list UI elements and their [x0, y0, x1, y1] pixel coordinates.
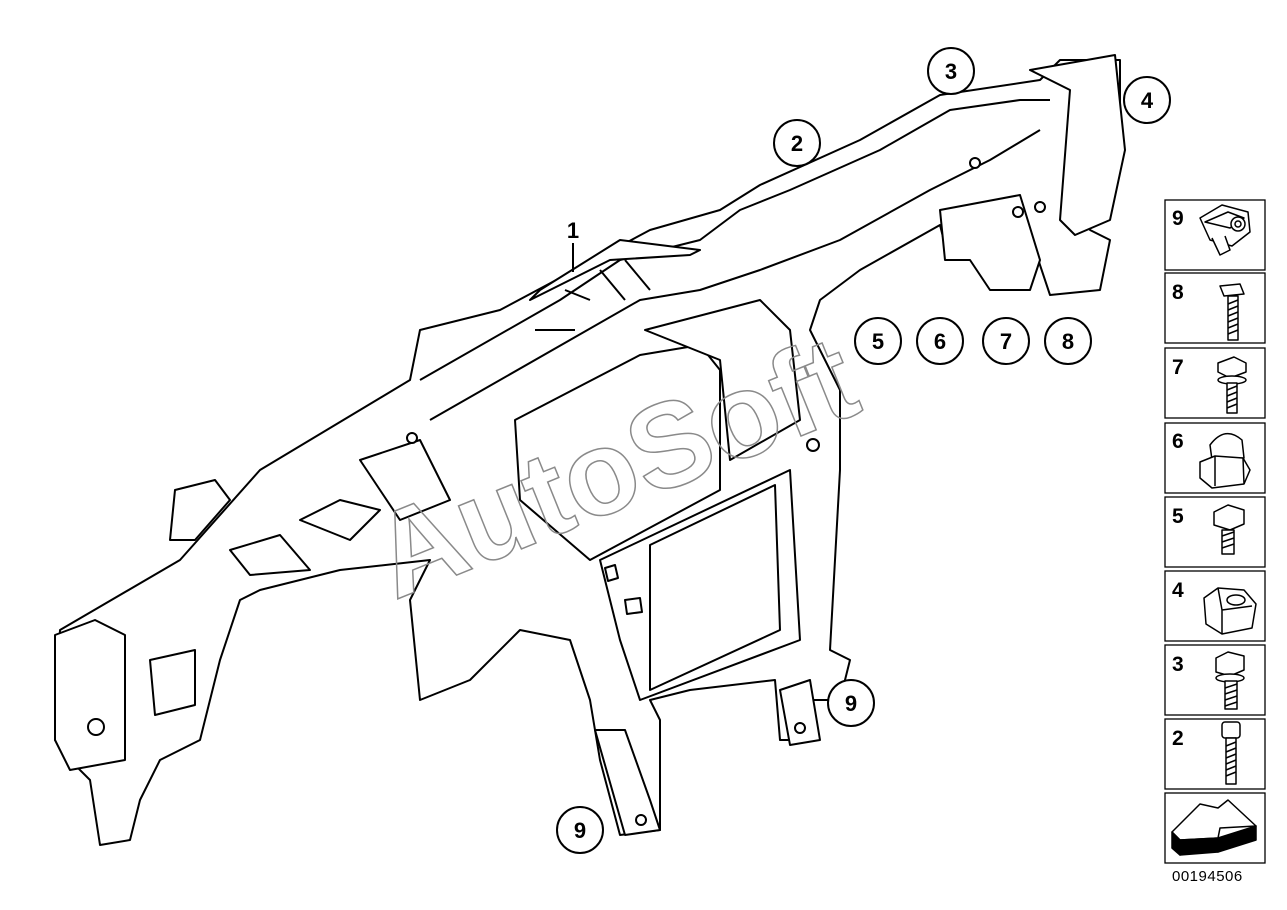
callout-circle [556, 806, 604, 854]
long-hex-bolt-icon [1219, 283, 1245, 341]
legend-label: 4 [1172, 579, 1184, 602]
callout-circle [927, 47, 975, 95]
hex-nut-icon [1203, 587, 1257, 635]
legend-label: 9 [1172, 207, 1184, 230]
callout-4: 4 [1123, 76, 1171, 124]
callout-label: 7 [1000, 329, 1012, 354]
callout-label: 1 [567, 218, 579, 243]
legend-cell-7 [1164, 347, 1266, 419]
callout-3: 3 [927, 47, 975, 95]
callout-circle [982, 317, 1030, 365]
callout-7: 7 [982, 317, 1030, 365]
legend-label: 3 [1172, 653, 1184, 676]
legend-numbers: 9 8 7 6 5 4 3 2 [1172, 207, 1184, 750]
legend-label: 2 [1172, 727, 1184, 750]
callout-circle [854, 317, 902, 365]
legend-cell-8 [1164, 272, 1266, 344]
callout-5: 5 [854, 317, 902, 365]
callout-label: 2 [791, 131, 803, 156]
callout-circle [1123, 76, 1171, 124]
callout-9-right: 9 [827, 679, 875, 727]
callout-9-bottom: 9 [556, 806, 604, 854]
callout-1: 1 [567, 218, 579, 243]
callout-6: 6 [916, 317, 964, 365]
hex-bolt-icon [1213, 504, 1245, 555]
callout-label: 5 [872, 329, 884, 354]
callout-2: 2 [773, 119, 821, 167]
callout-label: 9 [574, 818, 586, 843]
callout-circle [916, 317, 964, 365]
callout-label: 3 [945, 59, 957, 84]
collar-screw-icon [1217, 356, 1247, 414]
socket-screw-icon [1221, 721, 1241, 785]
callout-circle [1044, 317, 1092, 365]
arrow-symbol-icon [1171, 799, 1257, 856]
flange-bolt-icon [1215, 651, 1245, 710]
callout-circle [827, 679, 875, 727]
clip-nut-icon [1199, 204, 1251, 256]
cap-nut-icon [1199, 432, 1251, 489]
legend-label: 6 [1172, 430, 1184, 453]
legend-label: 8 [1172, 281, 1184, 304]
legend-label: 7 [1172, 356, 1184, 379]
callout-label: 6 [934, 329, 946, 354]
legend-cell-3 [1164, 644, 1266, 716]
diagram-id: 00194506 [1172, 868, 1243, 885]
legend-label: 5 [1172, 505, 1184, 528]
callout-circle [773, 119, 821, 167]
legend-cell-2 [1164, 718, 1266, 790]
callout-label: 8 [1062, 329, 1074, 354]
callout-label: 4 [1141, 88, 1154, 113]
cross-member-carrier [54, 54, 1126, 846]
callout-8: 8 [1044, 317, 1092, 365]
callout-label: 9 [845, 691, 857, 716]
legend-cell-5 [1164, 496, 1266, 568]
